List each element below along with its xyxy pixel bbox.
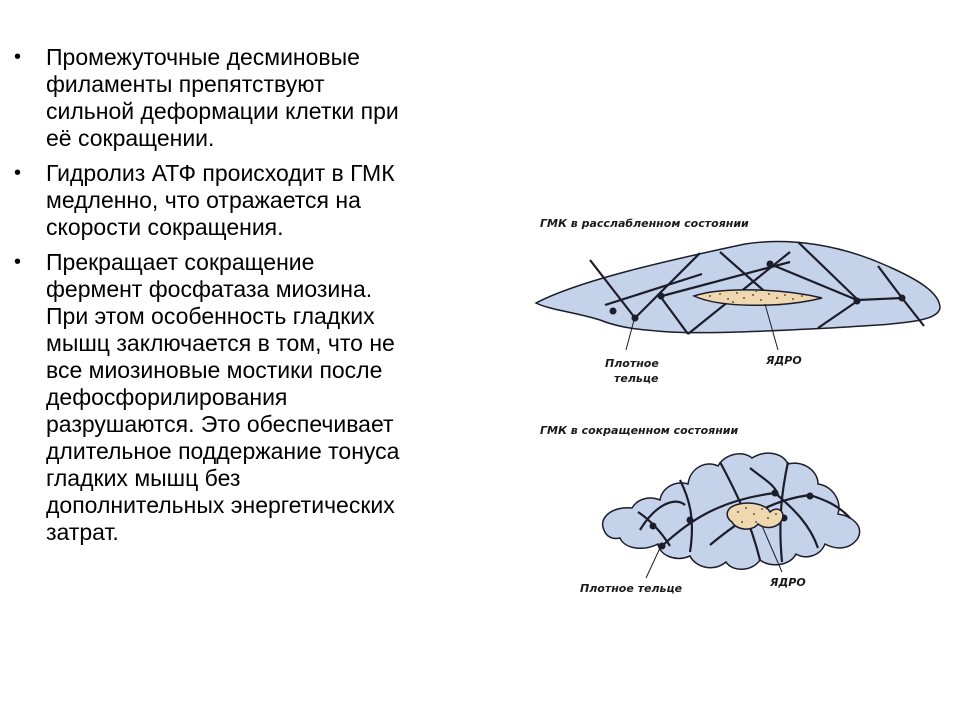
bullet-item: • Промежуточные десминовые филаменты пре… xyxy=(14,44,464,152)
bullet-text: Промежуточные десминовые филаменты препя… xyxy=(46,44,399,151)
dense-body xyxy=(766,260,774,268)
dense-body xyxy=(631,314,639,322)
relaxed-dense-bodies xyxy=(609,260,906,322)
smooth-muscle-cell-diagram: ГМК в расслабленном состоянии xyxy=(520,200,960,610)
relaxed-leader-lines xyxy=(625,303,779,351)
bullet-item: • Гидролиз АТФ происходит в ГМК медленно… xyxy=(14,160,464,241)
dense-body xyxy=(771,489,779,497)
dense-body xyxy=(853,297,861,305)
contracted-nucleus-label: ЯДРО xyxy=(769,576,806,589)
diagram-svg: ГМК в расслабленном состоянии xyxy=(534,217,941,595)
contracted-dense-body-label: Плотное тельце xyxy=(580,582,683,595)
dense-body xyxy=(649,522,657,530)
contracted-filaments xyxy=(637,461,851,563)
relaxed-cell-outline xyxy=(534,240,941,334)
bullet-text: Гидролиз АТФ происходит в ГМК медленно, … xyxy=(46,160,395,240)
dense-body xyxy=(657,292,665,300)
contracted-caption: ГМК в сокращенном состоянии xyxy=(540,424,739,437)
bullet-text: Прекращает сокращение фермент фосфатаза … xyxy=(46,249,400,545)
dense-body xyxy=(609,307,617,315)
dense-body xyxy=(658,542,666,550)
relaxed-caption: ГМК в расслабленном состоянии xyxy=(540,217,749,230)
bullet-item: • Прекращает сокращение фермент фосфатаз… xyxy=(14,249,464,546)
relaxed-nucleus-label: ЯДРО xyxy=(765,354,802,367)
bullet-marker: • xyxy=(14,251,22,273)
contracted-leader-lines xyxy=(645,525,783,579)
contracted-nucleus xyxy=(726,502,784,530)
bullet-marker: • xyxy=(14,46,22,68)
bullet-marker: • xyxy=(14,162,22,184)
relaxed-dense-body-label: Плотное xyxy=(605,357,659,370)
dense-body xyxy=(898,294,906,302)
dense-body xyxy=(686,516,694,524)
dense-body xyxy=(806,492,814,500)
bullet-list: • Промежуточные десминовые филаменты пре… xyxy=(14,44,464,554)
relaxed-nucleus xyxy=(691,289,823,306)
relaxed-dense-body-label-2: тельце xyxy=(614,372,659,385)
